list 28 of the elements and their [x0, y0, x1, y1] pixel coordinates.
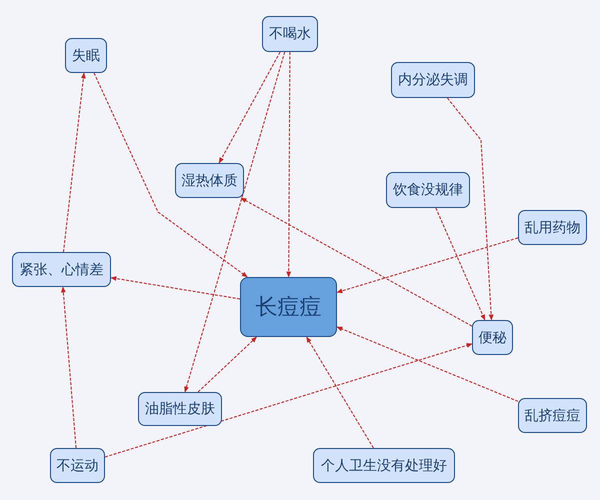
process-box: 油脂性皮肤 — [138, 392, 222, 426]
process-box: 失眠 — [65, 38, 107, 73]
arrow — [218, 52, 281, 164]
arrow — [60, 286, 77, 448]
arrow — [104, 343, 473, 458]
process-box: 乱挤痘痘 — [518, 398, 587, 433]
arrow — [184, 52, 286, 393]
arrow — [286, 52, 292, 278]
arrow — [336, 326, 518, 402]
arrow — [446, 98, 494, 321]
arrow — [306, 336, 374, 448]
arrow — [63, 72, 86, 252]
process-box: 饮食没规律 — [386, 172, 470, 208]
process-box: 内分泌失调 — [391, 62, 475, 98]
process-box: 个人卫生没有处理好 — [313, 448, 455, 483]
process-box: 湿热体质 — [175, 163, 244, 198]
arrow — [435, 208, 486, 321]
process-box: 便秘 — [472, 320, 513, 355]
process-box: 紧张、心情差 — [12, 252, 111, 287]
arrow — [336, 237, 518, 294]
arrow — [240, 198, 472, 327]
process-box: 不喝水 — [262, 16, 318, 52]
arrow — [198, 336, 258, 392]
process-box: 长痘痘 — [240, 277, 337, 337]
arrow — [94, 72, 248, 278]
arrow — [110, 276, 240, 300]
process-box: 不运动 — [50, 448, 105, 483]
process-box: 乱用药物 — [518, 210, 587, 245]
